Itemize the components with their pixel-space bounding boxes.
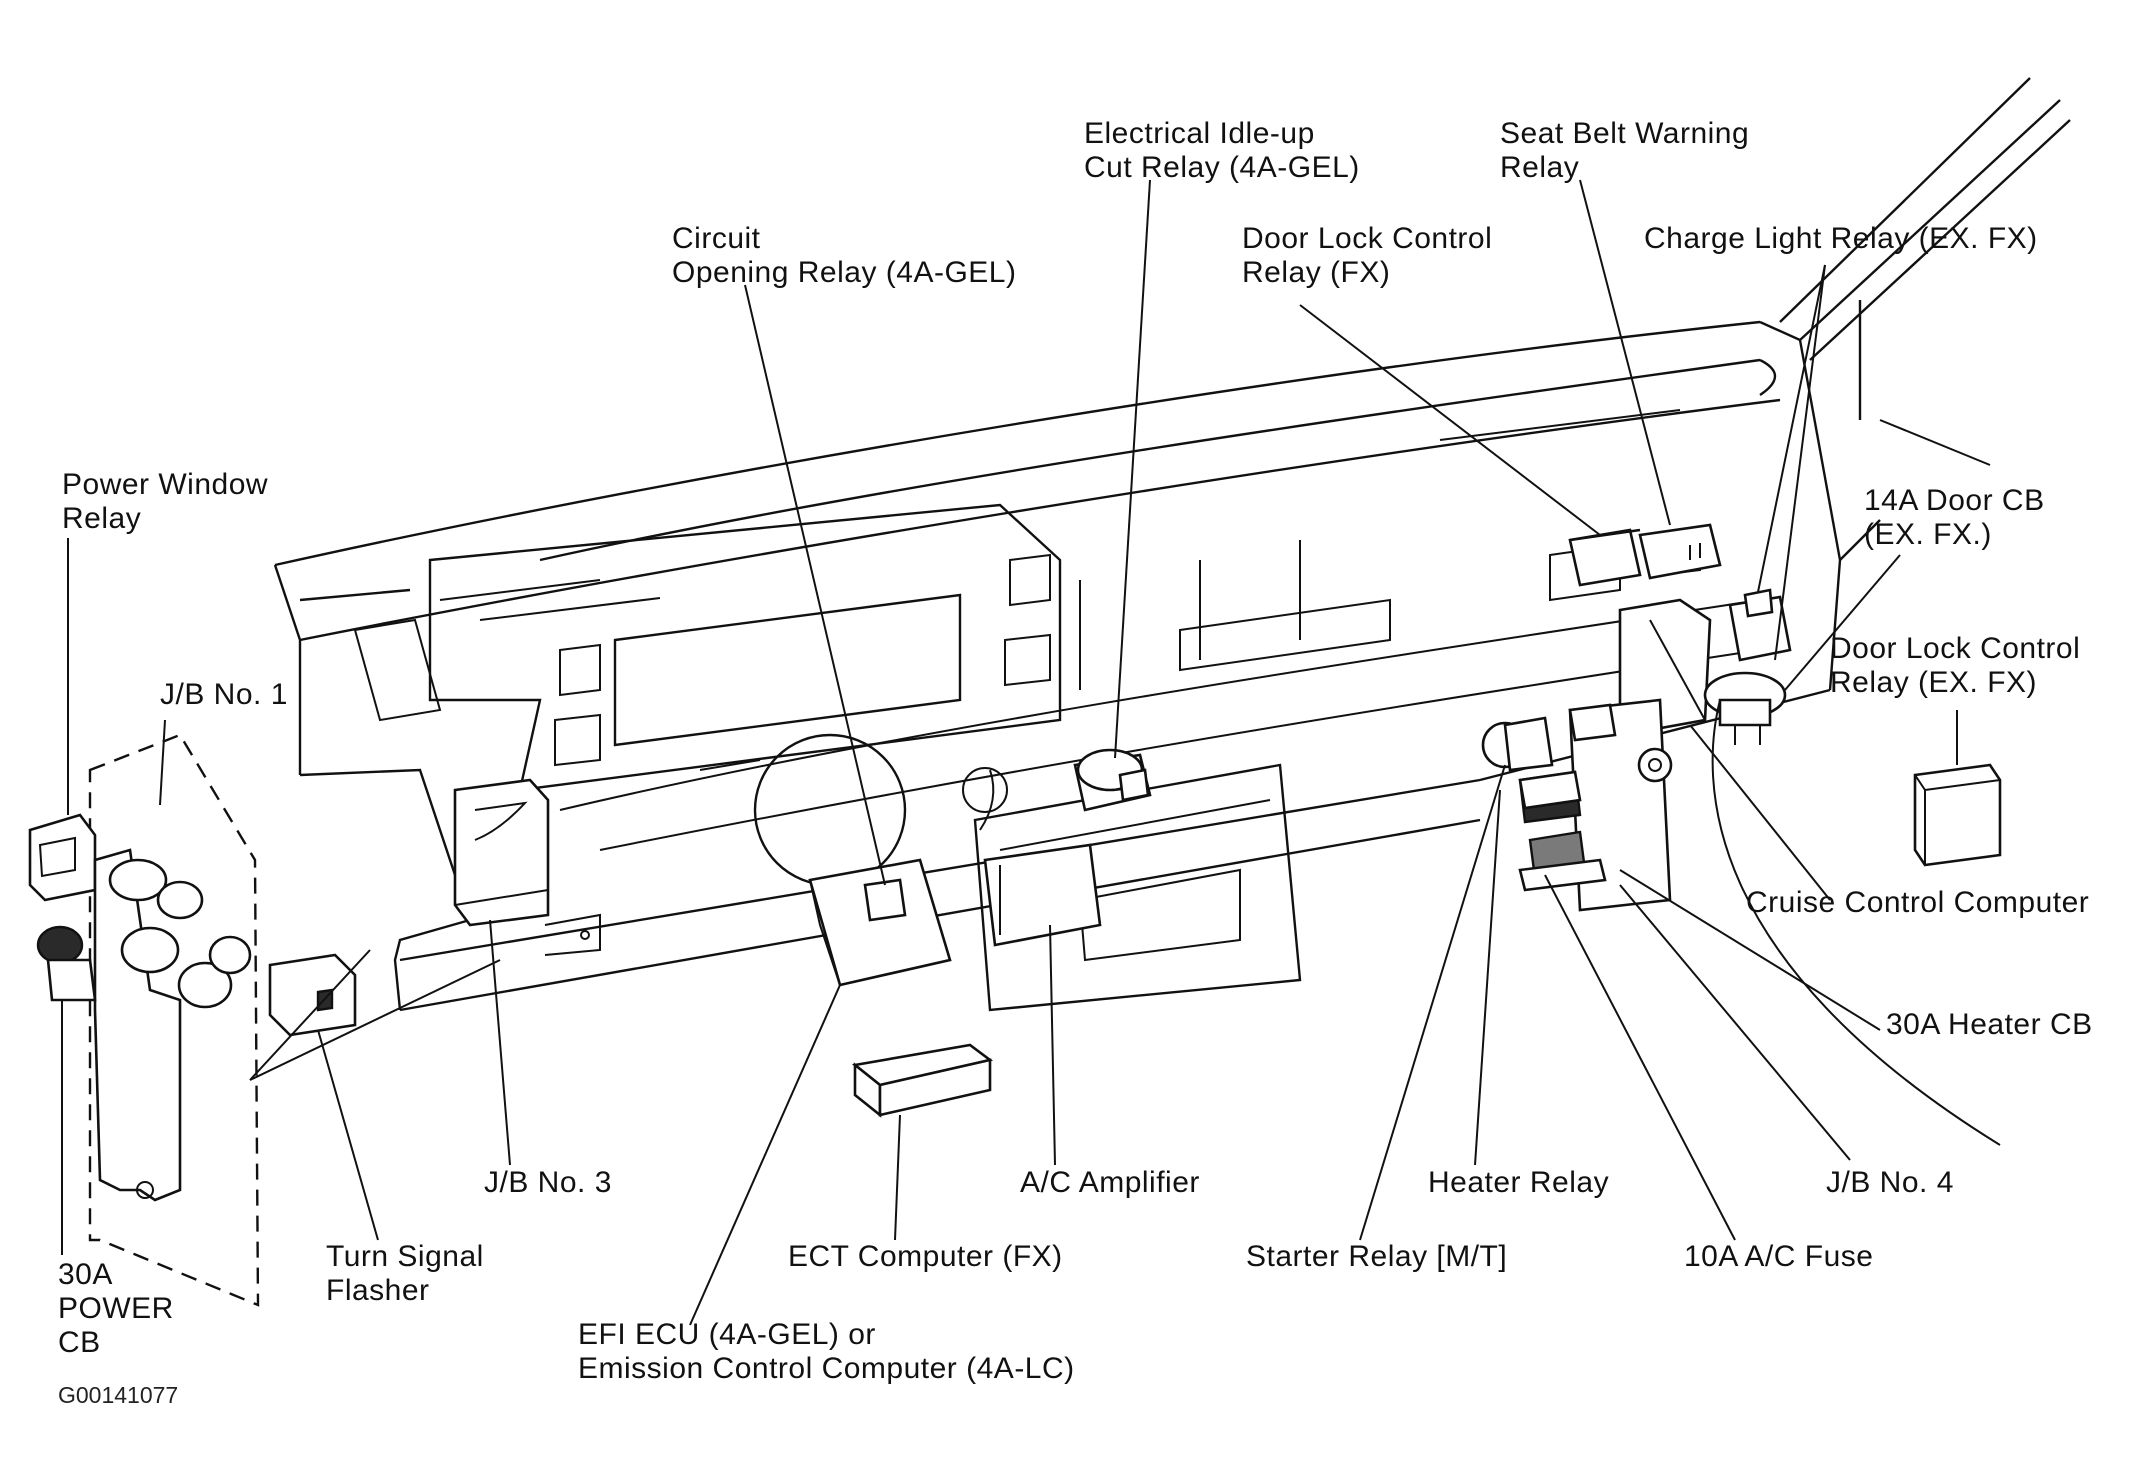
label-line: ECT Computer (FX) — [788, 1240, 1063, 1273]
center-console — [973, 763, 1302, 1012]
label-line: CB — [58, 1326, 101, 1359]
label-30a-power-cb: 30A POWER CB — [58, 1258, 174, 1360]
label-power-window-relay: Power Window Relay — [62, 468, 268, 536]
label-line: Heater Relay — [1428, 1166, 1610, 1199]
label-charge-light-relay: Charge Light Relay (EX. FX) — [1644, 222, 2038, 256]
label-line: Relay (EX. FX) — [1830, 666, 2038, 699]
label-line: Power Window — [62, 468, 269, 501]
seat-belt-warning-relay-part — [1638, 523, 1722, 580]
label-line: (EX. FX.) — [1864, 518, 1992, 551]
label-30a-heater-cb: 30A Heater CB — [1886, 1008, 2093, 1042]
label-line: A/C Amplifier — [1020, 1166, 1200, 1199]
label-line: Relay — [62, 502, 142, 535]
label-electrical-idle-up-cut-relay: Electrical Idle-up Cut Relay (4A-GEL) — [1084, 117, 1360, 185]
instrument-cluster — [428, 503, 1062, 792]
jb-no4-part — [1481, 698, 1673, 912]
ac-amplifier-part — [983, 843, 1102, 947]
charge-light-relay-part — [1728, 588, 1792, 662]
jb-no3-part — [453, 778, 601, 956]
label-line: Starter Relay [M/T] — [1246, 1240, 1508, 1273]
power-window-relay-part — [28, 813, 97, 902]
label-line: J/B No. 3 — [484, 1166, 612, 1199]
jb-no1-dashed-outline — [88, 733, 260, 1307]
efi-ecu-part — [808, 858, 952, 987]
figure-code: G00141077 — [58, 1382, 179, 1408]
label-line: POWER — [58, 1292, 174, 1325]
label-line: Seat Belt Warning — [1500, 117, 1750, 150]
label-line: Turn Signal — [326, 1240, 484, 1273]
label-line: Door Lock Control — [1242, 222, 1493, 255]
label-efi-ecu: EFI ECU (4A-GEL) or Emission Control Com… — [578, 1318, 1075, 1386]
label-jb-no1: J/B No. 1 — [160, 678, 288, 712]
steering-column — [699, 733, 1008, 887]
label-seat-belt-warning-relay: Seat Belt Warning Relay — [1500, 117, 1749, 185]
idle-up-cut-relay-part — [1073, 748, 1152, 812]
ect-computer-part — [851, 1043, 994, 1118]
label-line: Door Lock Control — [1830, 632, 2081, 665]
label-line: 10A A/C Fuse — [1684, 1240, 1874, 1273]
label-line: Cut Relay (4A-GEL) — [1084, 151, 1360, 184]
label-line: J/B No. 1 — [160, 678, 288, 711]
label-line: 30A — [58, 1258, 113, 1291]
label-line: Electrical Idle-up — [1084, 117, 1315, 150]
label-line: Emission Control Computer (4A-LC) — [578, 1352, 1075, 1385]
label-jb-no4: J/B No. 4 — [1826, 1166, 1954, 1200]
label-turn-signal-flasher: Turn Signal Flasher — [326, 1240, 484, 1308]
label-door-lock-control-relay-fx: Door Lock Control Relay (FX) — [1242, 222, 1492, 290]
label-line: 30A Heater CB — [1886, 1008, 2093, 1041]
label-10a-ac-fuse: 10A A/C Fuse — [1684, 1240, 1873, 1274]
label-starter-relay: Starter Relay [M/T] — [1246, 1240, 1507, 1274]
label-heater-relay: Heater Relay — [1428, 1166, 1609, 1200]
label-14a-door-cb: 14A Door CB (EX. FX.) — [1864, 484, 2045, 552]
label-line: Circuit — [672, 222, 761, 255]
label-line: Flasher — [326, 1274, 430, 1307]
label-cruise-control-computer: Cruise Control Computer — [1746, 886, 2089, 920]
door-cb-14a-part — [1703, 671, 1787, 745]
label-line: Opening Relay (4A-GEL) — [672, 256, 1017, 289]
label-ect-computer: ECT Computer (FX) — [788, 1240, 1063, 1274]
label-jb-no3: J/B No. 3 — [484, 1166, 612, 1200]
leader-lines — [61, 179, 2001, 1326]
label-line: Cruise Control Computer — [1746, 886, 2090, 919]
label-line: J/B No. 4 — [1826, 1166, 1954, 1199]
label-ac-amplifier: A/C Amplifier — [1020, 1166, 1200, 1200]
label-line: 14A Door CB — [1864, 484, 2045, 517]
turn-signal-flasher-part — [268, 953, 357, 1037]
door-lock-control-relay-fx-part — [1568, 528, 1642, 587]
label-line: Charge Light Relay (EX. FX) — [1644, 222, 2038, 255]
label-circuit-opening-relay: Circuit Opening Relay (4A-GEL) — [672, 222, 1017, 290]
jb-no1-bracket — [36, 848, 252, 1202]
label-door-lock-control-relay-ex-fx: Door Lock Control Relay (EX. FX) — [1830, 632, 2080, 700]
label-line: Relay — [1500, 151, 1580, 184]
label-line: EFI ECU (4A-GEL) or — [578, 1318, 876, 1351]
label-line: Relay (FX) — [1242, 256, 1391, 289]
door-lock-control-relay-ex-fx-part — [1913, 763, 2002, 867]
